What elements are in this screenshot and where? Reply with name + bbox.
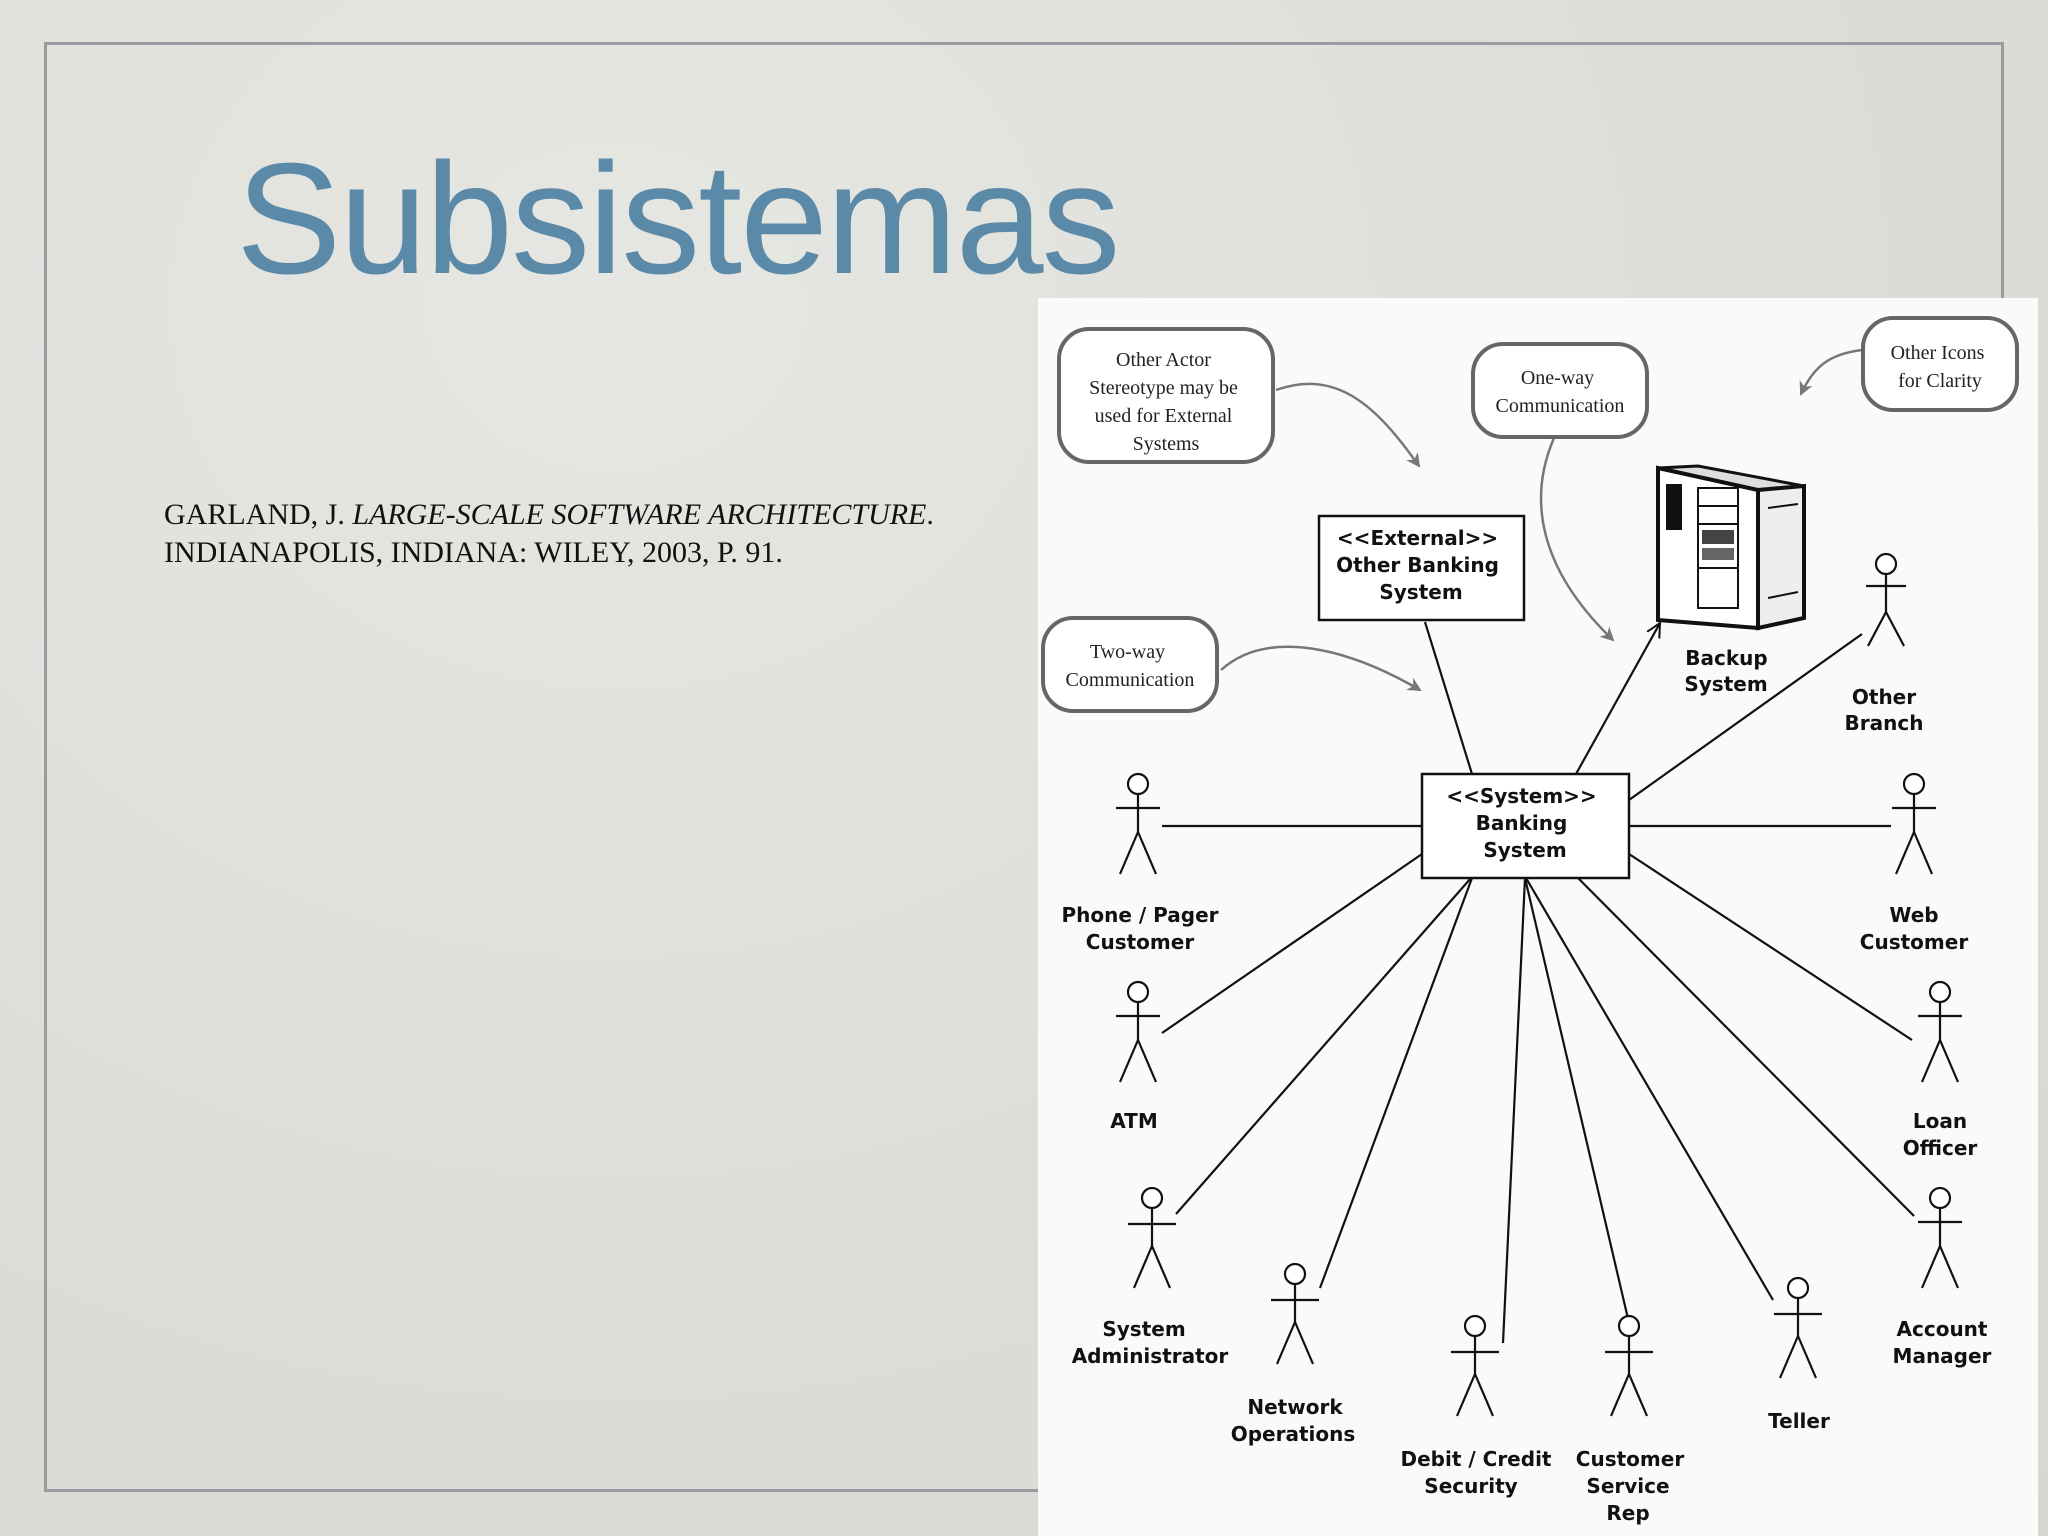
actor-customer-service [1605, 1314, 1653, 1417]
line-backup [1575, 623, 1660, 775]
actor-loan-officer [1918, 980, 1962, 1083]
arrow-other-actor-note [1275, 382, 1421, 468]
svg-text:One-way Communication: One-way Communication [1496, 367, 1625, 417]
external-system-box: <<External>> Other Banking System [1317, 514, 1526, 622]
actor-network-ops [1271, 1262, 1319, 1365]
line-loan-officer [1628, 853, 1913, 1041]
arrow-one-way-note [1539, 437, 1615, 642]
note-two-way: Two-way Communication [1041, 616, 1219, 713]
arrow-two-way-note [1220, 645, 1422, 692]
actor-teller [1774, 1276, 1822, 1379]
arrow-other-icons-note [1799, 348, 1863, 396]
svg-text:<<System>> Banking: <<System>> Banking System [1446, 784, 1603, 862]
line-debit-credit [1501, 877, 1527, 1344]
line-teller [1525, 877, 1774, 1301]
banking-system-box: <<System>> Banking System [1420, 772, 1631, 880]
association-lines [1161, 621, 1915, 1344]
line-other-branch [1628, 633, 1863, 801]
citation-publisher: INDIANAPOLIS, INDIANA: WILEY, 2003, P. 9… [164, 536, 783, 569]
citation: GARLAND, J. LARGE-SCALE SOFTWARE ARCHITE… [164, 498, 934, 569]
actor-debit-credit [1451, 1314, 1499, 1417]
actor-account-manager [1918, 1186, 1962, 1289]
citation-work: LARGE-SCALE SOFTWARE ARCHITECTURE [352, 498, 927, 531]
line-system-admin [1175, 877, 1472, 1215]
note-other-icons: Other Icons for Clarity [1861, 316, 2019, 412]
actor-system-admin [1128, 1186, 1176, 1289]
server-icon [1656, 464, 1806, 631]
line-network-ops [1318, 877, 1474, 1289]
line-account-manager [1577, 877, 1915, 1217]
actor-atm [1116, 980, 1160, 1083]
note-one-way: One-way Communication [1471, 342, 1649, 439]
actor-phone-pager [1116, 772, 1160, 875]
citation-author: GARLAND, J. [164, 498, 353, 531]
label-atm: ATM [1110, 1109, 1157, 1133]
backup-system-label: Backup System [1684, 646, 1774, 696]
label-teller: Teller [1768, 1409, 1830, 1433]
actor-web-customer [1892, 772, 1936, 875]
svg-text:Other Actor Stereotype m: Other Actor Stereotype may be used for E… [1089, 349, 1243, 455]
svg-text:Other Icons for Clarity: Other Icons for Clarity [1891, 342, 1990, 392]
line-external [1423, 621, 1474, 775]
svg-text:<<External>> Other Banki: <<External>> Other Banking System [1336, 526, 1506, 604]
slide-title: Subsistemas [236, 131, 1120, 307]
line-atm [1161, 853, 1423, 1034]
actor-other-branch [1866, 552, 1906, 647]
line-customer-service [1523, 877, 1631, 1324]
svg-text:Two-way Communication: Two-way Communication [1066, 641, 1195, 691]
note-other-actor: Other Actor Stereotype may be used for E… [1057, 327, 1275, 464]
use-case-diagram-image: Other Actor Stereotype may be used for E… [1038, 298, 2038, 1536]
diagram-svg: Other Actor Stereotype may be used for E… [1041, 316, 2019, 1525]
